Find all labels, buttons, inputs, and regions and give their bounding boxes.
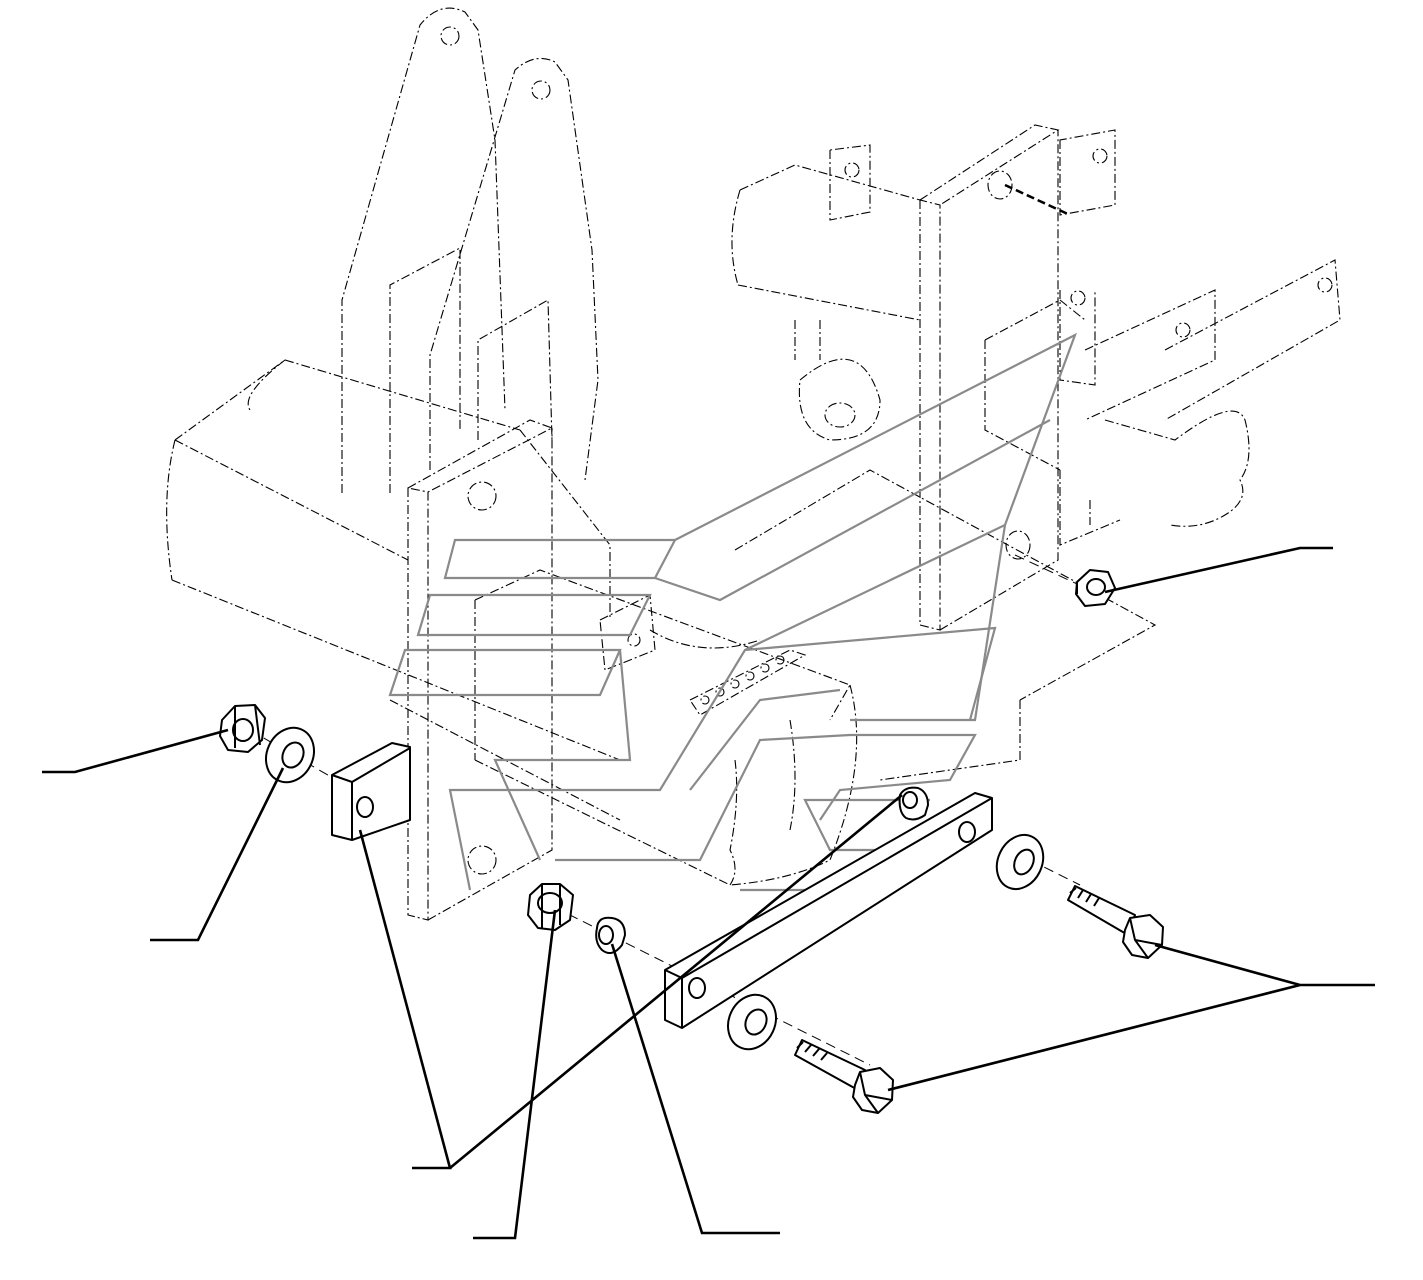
washer-right (995, 833, 1045, 891)
link-plate-long (664, 792, 993, 1029)
watermark-logo (388, 332, 1078, 892)
crossbeam-ghost (474, 469, 1157, 886)
leaders (42, 546, 1375, 1240)
nut-right (1075, 569, 1116, 607)
link-plate-small (331, 742, 411, 841)
right-tower-ghost (731, 124, 1341, 631)
bolt-lower (794, 1039, 894, 1114)
axis-lines (249, 183, 1091, 1066)
leader-nut-left (42, 728, 229, 774)
left-tower-ghost (166, 7, 621, 921)
leader-nut-center (473, 909, 557, 1240)
leader-link-plates (358, 793, 903, 1170)
bushing-upper (898, 786, 929, 821)
leader-bushing (610, 943, 780, 1235)
bolt-upper (1067, 885, 1164, 959)
washer-lower (727, 993, 777, 1051)
leader-nut-right (1104, 546, 1333, 594)
washer-left (265, 726, 315, 784)
nut-center (527, 883, 574, 931)
bushing (595, 916, 626, 955)
leader-washer-left (150, 767, 285, 942)
nut-left (219, 704, 266, 753)
leader-bolts (887, 943, 1375, 1092)
